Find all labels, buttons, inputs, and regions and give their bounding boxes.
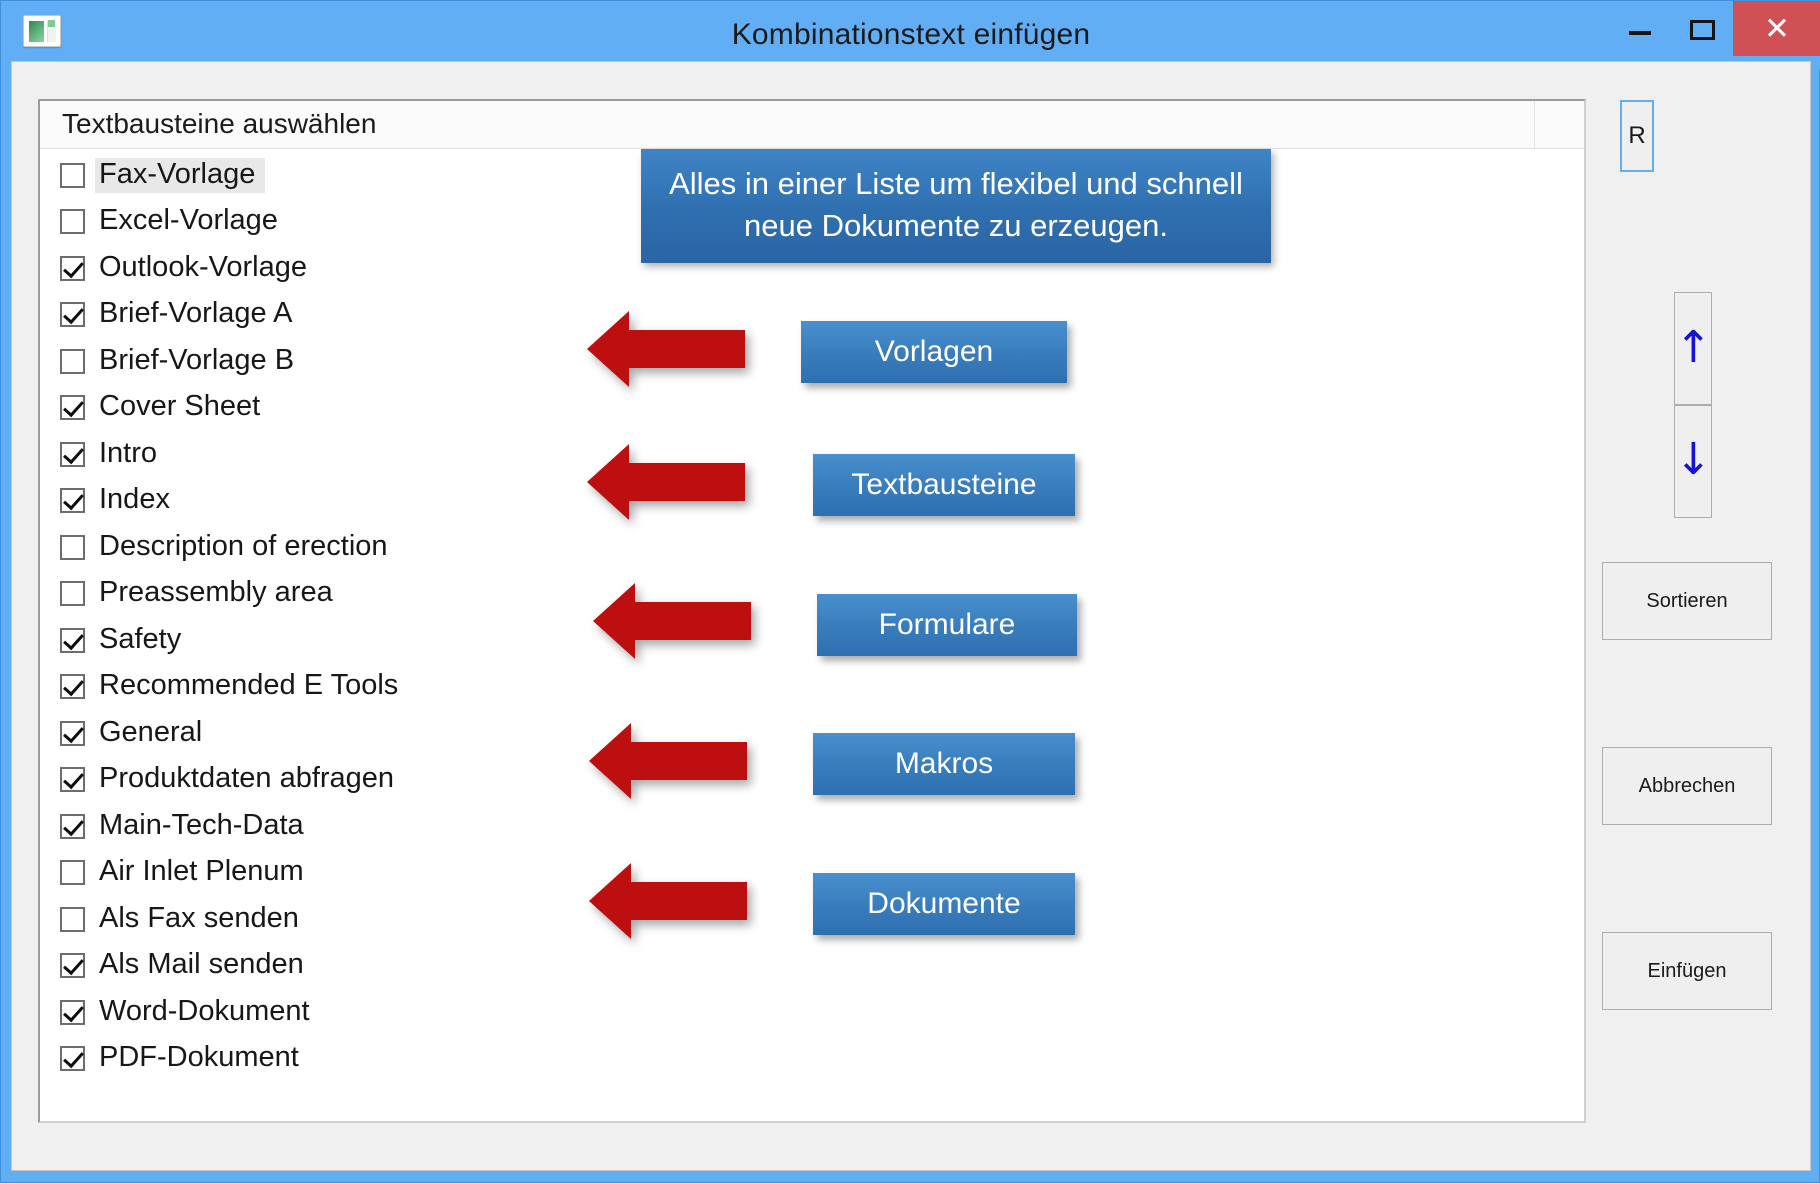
move-down-button[interactable]: ↓: [1674, 405, 1712, 518]
maximize-button[interactable]: [1671, 1, 1733, 56]
minimize-button[interactable]: [1609, 1, 1671, 56]
list-item[interactable]: Preassembly area: [40, 571, 1584, 618]
list-item-label: Description of erection: [99, 529, 388, 562]
title-bar: Kombinationstext einfügen ✕: [1, 1, 1820, 69]
move-up-button[interactable]: ↑: [1674, 292, 1712, 405]
list-header-label: Textbausteine auswählen: [62, 108, 377, 139]
list-item[interactable]: Als Fax senden: [40, 896, 1584, 943]
checkbox-checked-icon[interactable]: [60, 813, 85, 839]
list-item-label: Main-Tech-Data: [99, 808, 304, 841]
reset-button[interactable]: R: [1620, 100, 1654, 172]
checkbox-checked-icon[interactable]: [60, 302, 85, 328]
list-item[interactable]: Als Mail senden: [40, 943, 1584, 990]
app-window-icon: [23, 15, 61, 47]
list-item[interactable]: Brief-Vorlage B: [40, 338, 1584, 385]
list-header-column-main[interactable]: Textbausteine auswählen: [40, 101, 1535, 148]
side-button-panel: R ↑ ↓ Sortieren Abbrechen Einfügen: [1602, 92, 1802, 1127]
checkbox-unchecked-icon[interactable]: [60, 162, 85, 188]
list-item-label: Als Mail senden: [99, 948, 304, 981]
app-icon-left-pane: [29, 21, 44, 42]
checkbox-unchecked-icon[interactable]: [60, 906, 85, 932]
list-item[interactable]: Word-Dokument: [40, 989, 1584, 1036]
minimize-icon: [1629, 31, 1651, 35]
list-item-label: Recommended E Tools: [99, 669, 399, 702]
checkbox-checked-icon[interactable]: [60, 999, 85, 1025]
list-item-label: Safety: [99, 622, 182, 655]
list-header-column-end[interactable]: [1536, 101, 1584, 148]
checkbox-unchecked-icon[interactable]: [60, 581, 85, 607]
list-item-label: Cover Sheet: [99, 390, 261, 423]
arrow-down-icon: ↓: [1675, 434, 1712, 485]
checkbox-checked-icon[interactable]: [60, 441, 85, 467]
list-item[interactable]: General: [40, 710, 1584, 757]
checkbox-checked-icon[interactable]: [60, 720, 85, 746]
list-item[interactable]: Excel-Vorlage: [40, 199, 1584, 246]
checkbox-checked-icon[interactable]: [60, 627, 85, 653]
close-button[interactable]: ✕: [1733, 1, 1820, 56]
list-item[interactable]: Air Inlet Plenum: [40, 850, 1584, 897]
app-icon-right-pane: [47, 21, 56, 42]
list-item[interactable]: Main-Tech-Data: [40, 803, 1584, 850]
checkbox-unchecked-icon[interactable]: [60, 348, 85, 374]
list-item[interactable]: Brief-Vorlage A: [40, 292, 1584, 339]
list-item-label: PDF-Dokument: [99, 1041, 299, 1074]
list-item-label: General: [99, 715, 203, 748]
list-item-label: Word-Dokument: [99, 994, 310, 1027]
list-item-label: Excel-Vorlage: [99, 204, 278, 237]
list-item[interactable]: Outlook-Vorlage: [40, 245, 1584, 292]
checkbox-unchecked-icon[interactable]: [60, 534, 85, 560]
list-item-label: Intro: [99, 436, 158, 469]
window-title: Kombinationstext einfügen: [731, 18, 1091, 51]
sort-button[interactable]: Sortieren: [1602, 562, 1772, 640]
list-item-label: Brief-Vorlage B: [99, 343, 295, 376]
list-item[interactable]: Produktdaten abfragen: [40, 757, 1584, 804]
list-item-label: Index: [99, 483, 170, 516]
checkbox-checked-icon[interactable]: [60, 674, 85, 700]
close-icon: ✕: [1764, 11, 1790, 46]
list-item-label: Air Inlet Plenum: [99, 855, 304, 888]
list-item-label: Outlook-Vorlage: [99, 250, 307, 283]
checkbox-checked-icon[interactable]: [60, 767, 85, 793]
list-item[interactable]: Description of erection: [40, 524, 1584, 571]
arrow-up-icon: ↑: [1675, 322, 1712, 373]
checkbox-checked-icon[interactable]: [60, 255, 85, 281]
list-item[interactable]: Safety: [40, 617, 1584, 664]
cancel-button[interactable]: Abbrechen: [1602, 747, 1772, 825]
app-icon-tab: [48, 20, 55, 27]
checkbox-checked-icon[interactable]: [60, 1046, 85, 1072]
insert-button[interactable]: Einfügen: [1602, 932, 1772, 1010]
list-item[interactable]: Cover Sheet: [40, 385, 1584, 432]
checkbox-checked-icon[interactable]: [60, 395, 85, 421]
checkbox-checked-icon[interactable]: [60, 953, 85, 979]
list-item-label: Produktdaten abfragen: [99, 762, 395, 795]
maximize-icon: [1690, 20, 1715, 40]
checkbox-unchecked-icon[interactable]: [60, 860, 85, 886]
checkbox-checked-icon[interactable]: [60, 488, 85, 514]
list-item[interactable]: Fax-Vorlage: [40, 152, 1584, 199]
list-item-label: Fax-Vorlage: [95, 157, 266, 193]
checkbox-unchecked-icon[interactable]: [60, 209, 85, 235]
list-item[interactable]: Intro: [40, 431, 1584, 478]
list-item-label: Brief-Vorlage A: [99, 297, 293, 330]
list-item[interactable]: Recommended E Tools: [40, 664, 1584, 711]
list-item[interactable]: PDF-Dokument: [40, 1036, 1584, 1083]
list-item-label: Preassembly area: [99, 576, 333, 609]
list-item[interactable]: Index: [40, 478, 1584, 525]
list-item-label: Als Fax senden: [99, 901, 299, 934]
list-header: Textbausteine auswählen: [40, 101, 1584, 149]
